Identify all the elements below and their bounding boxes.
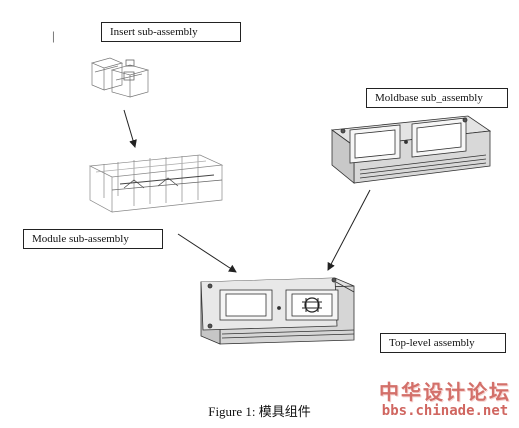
arrow-moldbase-to-top (327, 189, 371, 271)
watermark-url: bbs.chinade.net (381, 403, 509, 419)
arrow-module-to-top (177, 233, 237, 273)
module-sub-assembly-model (88, 154, 224, 213)
module-sub-assembly-label: Module sub-assembly (23, 229, 163, 249)
arrow-insert-to-module (123, 109, 137, 148)
top-level-assembly-label: Top-level assembly (380, 333, 506, 353)
moldbase-sub-assembly-model (330, 115, 492, 184)
moldbase-sub-assembly-label: Moldbase sub_assembly (366, 88, 508, 108)
stray-mark: | (52, 28, 55, 43)
top-level-assembly-model (200, 277, 355, 345)
watermark-chinese: 中华设计论坛 (379, 380, 511, 404)
figure-caption: Figure 1: 模具组件 (208, 404, 311, 419)
insert-sub-assembly-model (90, 57, 150, 98)
insert-sub-assembly-label: Insert sub-assembly (101, 22, 241, 42)
watermark: 中华设计论坛 bbs.chinade.net (379, 376, 511, 419)
